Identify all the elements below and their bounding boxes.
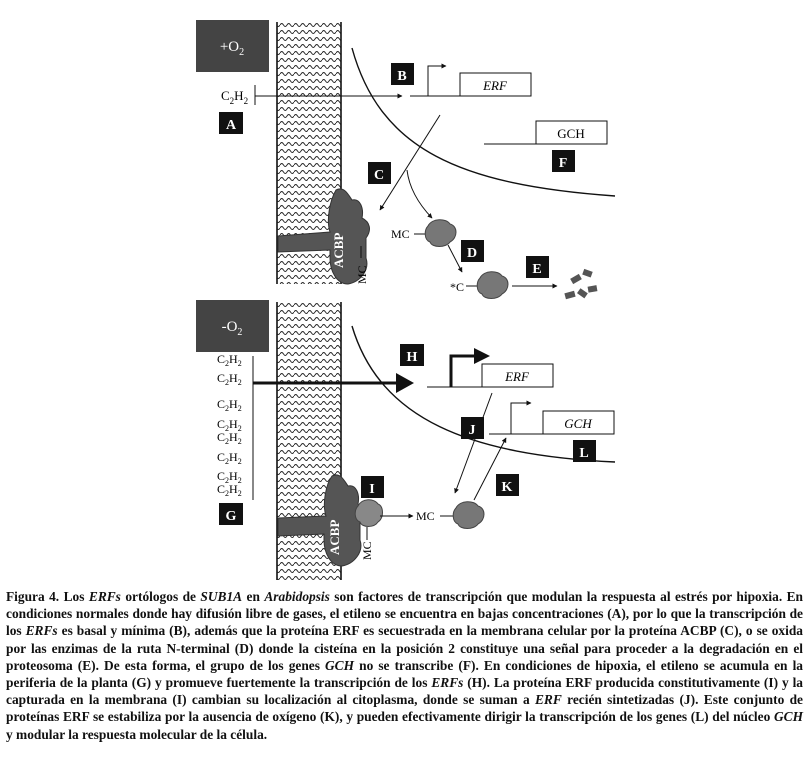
bottom-mc-membrane: MC (360, 541, 374, 560)
top-acbp-label: ACBP (331, 233, 346, 268)
figure-caption: Figura 4. Los ERFs ortólogos de SUB1A en… (6, 588, 803, 743)
caption-part: ERF (535, 692, 562, 708)
label-L: L (579, 446, 588, 461)
label-D: D (467, 246, 477, 261)
bottom-gch-gene: GCH (564, 416, 592, 431)
top-oxidized-c: *C (450, 280, 464, 294)
caption-part: en (242, 589, 265, 604)
label-H: H (407, 350, 418, 365)
bottom-condition-box (196, 300, 269, 352)
caption-part: ERFs (88, 589, 121, 604)
label-C: C (374, 168, 384, 183)
caption-part: y modular la respuesta molecular de la c… (6, 726, 268, 742)
label-I: I (369, 482, 374, 497)
bottom-free-protein (452, 501, 485, 529)
bottom-ethylene-7: C2H2 (217, 469, 242, 485)
top-ethylene: C2H2 (221, 88, 248, 106)
caption-body: Los ERFs ortólogos de SUB1A en Arabidops… (6, 589, 803, 742)
caption-lead: Figura 4. (6, 589, 60, 604)
label-K: K (502, 480, 513, 495)
label-G: G (226, 509, 237, 524)
bottom-panel: -O2 C2H2 C2H2 C2H2 C2H2 C2H2 C2H2 C2H2 C… (196, 300, 616, 580)
top-mc-free: MC (391, 227, 410, 241)
label-F: F (559, 156, 568, 171)
bottom-ethylene-8: C2H2 (217, 482, 242, 498)
bottom-ethylene-4: C2H2 (217, 417, 242, 433)
top-condition-label: +O2 (220, 39, 244, 58)
bottom-ethylene-2: C2H2 (217, 371, 242, 387)
bottom-ethylene-stack: C2H2 C2H2 C2H2 C2H2 C2H2 C2H2 C2H2 C2H2 (217, 352, 242, 498)
bottom-bound-protein (354, 499, 383, 527)
bottom-ethylene-6: C2H2 (217, 450, 242, 466)
caption-part: son factores de transcripción que modula… (6, 589, 804, 639)
bottom-ethylene-5: C2H2 (217, 430, 242, 446)
label-A: A (226, 118, 237, 133)
degraded-fragments (564, 268, 598, 300)
caption-part: no se transcribe (F). En condiciones de … (6, 657, 803, 691)
bottom-erf-gene: ERF (504, 369, 530, 384)
bottom-nucleus-boundary (351, 325, 616, 463)
top-mc-membrane: MC (355, 265, 369, 284)
caption-part: (H). La proteína ERF producida constitut… (6, 675, 803, 708)
caption-part: ERFs (431, 675, 464, 691)
caption-part: es basal y mínima (B), además que la pro… (6, 623, 803, 673)
top-oxidized-protein (476, 271, 509, 299)
top-condition-box (196, 20, 269, 72)
label-J: J (469, 423, 476, 438)
top-free-protein (424, 219, 457, 247)
label-B: B (397, 69, 406, 84)
caption-part: GCH (325, 657, 355, 673)
top-erf-gene: ERF (482, 78, 508, 93)
caption-part: ERFs (25, 623, 58, 639)
caption-part: recién sintetizadas (J). Este conjunto d… (6, 692, 803, 725)
caption-part: Arabidopsis (264, 589, 330, 604)
caption-part: Los (59, 589, 89, 604)
bottom-acbp-label: ACBP (327, 520, 342, 555)
caption-part: SUB1A (200, 589, 243, 604)
caption-part: GCH (773, 709, 803, 725)
label-E: E (532, 262, 541, 277)
bottom-ethylene-1: C2H2 (217, 352, 242, 368)
top-panel: +O2 C2H2 A B ERF GCH F (196, 20, 616, 300)
top-nucleus-boundary (351, 47, 616, 197)
bottom-mc-free: MC (416, 509, 435, 523)
top-gch-gene: GCH (557, 126, 584, 141)
hypoxia-diagram: +O2 C2H2 A B ERF GCH F (196, 20, 616, 580)
bottom-ethylene-3: C2H2 (217, 397, 242, 413)
top-acbp-protein (277, 188, 370, 285)
caption-part: ortólogos de (120, 589, 201, 604)
bottom-condition-label: -O2 (222, 319, 243, 338)
